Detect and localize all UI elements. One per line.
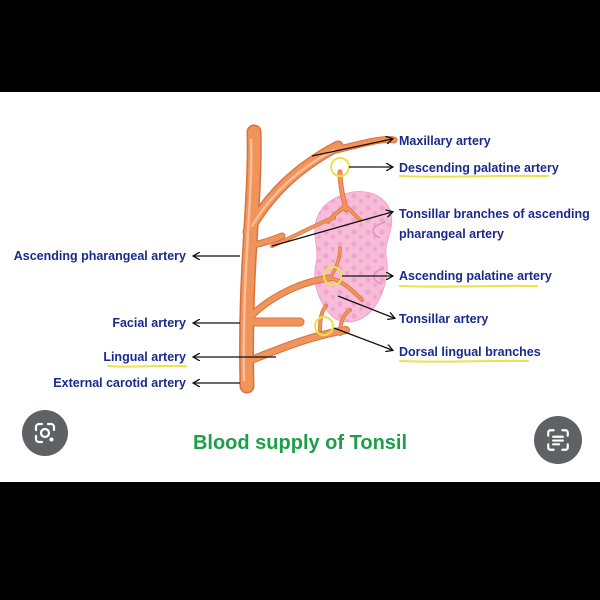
label-lingual-artery: Lingual artery <box>103 350 186 364</box>
labels: Maxillary artery Descending palatine art… <box>14 134 590 390</box>
image-panel: Maxillary artery Descending palatine art… <box>0 92 600 482</box>
google-lens-icon <box>34 422 56 444</box>
label-external-carotid-artery: External carotid artery <box>53 376 186 390</box>
text-select-button[interactable] <box>534 416 582 464</box>
pointer-lines <box>194 139 394 383</box>
tonsil-blood-supply-diagram: Maxillary artery Descending palatine art… <box>14 124 590 454</box>
label-ascending-palatine-artery: Ascending palatine artery <box>399 269 552 283</box>
label-tonsillar-branches-line1: Tonsillar branches of ascending <box>399 207 590 221</box>
label-underlines <box>107 174 549 368</box>
diagram-title: Blood supply of Tonsil <box>193 432 407 454</box>
label-facial-artery: Facial artery <box>112 316 186 330</box>
label-descending-palatine-artery: Descending palatine artery <box>399 161 559 175</box>
artery-tree <box>239 124 398 394</box>
label-dorsal-lingual-branches: Dorsal lingual branches <box>399 345 541 359</box>
text-select-icon <box>547 429 569 451</box>
google-lens-button[interactable] <box>22 410 68 456</box>
tonsil <box>314 191 393 323</box>
label-tonsillar-artery: Tonsillar artery <box>399 312 488 326</box>
label-tonsillar-branches-line2: pharangeal artery <box>399 227 504 241</box>
label-maxillary-artery: Maxillary artery <box>399 134 491 148</box>
label-ascending-pharangeal-artery: Ascending pharangeal artery <box>14 249 186 263</box>
